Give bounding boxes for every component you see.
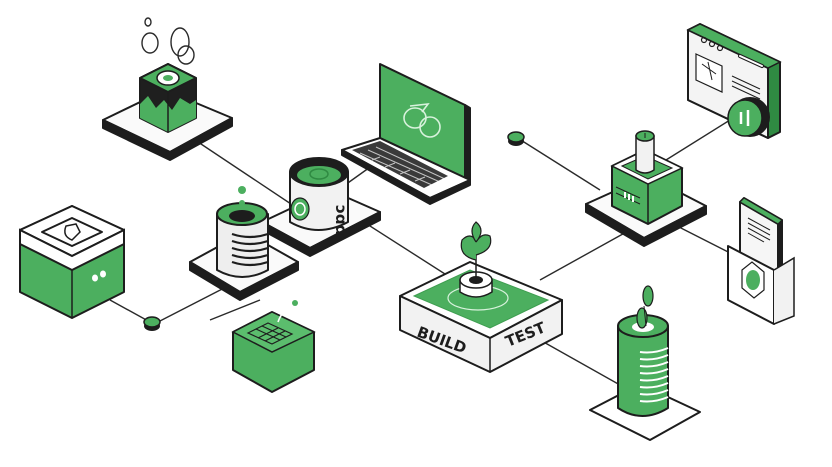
connector-dot-left [143, 316, 161, 331]
growth-cylinder-icon [589, 285, 701, 441]
grid-cube-icon [231, 300, 316, 393]
connector-dot-top-right [507, 131, 525, 146]
server-box-icon [19, 205, 125, 319]
database-mug-icon: ɔɑɑ [261, 157, 381, 257]
database-stack-icon [189, 186, 299, 301]
document-holder-icon [727, 197, 795, 325]
mug-glyph-text: ɔɑɑ [332, 205, 350, 235]
pillar-box-icon [585, 130, 707, 247]
laptop-icon [341, 63, 471, 205]
sprout-in-pot-icon [459, 221, 493, 298]
build-test-platform: BUILD TEST [399, 261, 563, 373]
browser-window-icon [686, 23, 782, 139]
steaming-cube-icon [102, 17, 233, 161]
